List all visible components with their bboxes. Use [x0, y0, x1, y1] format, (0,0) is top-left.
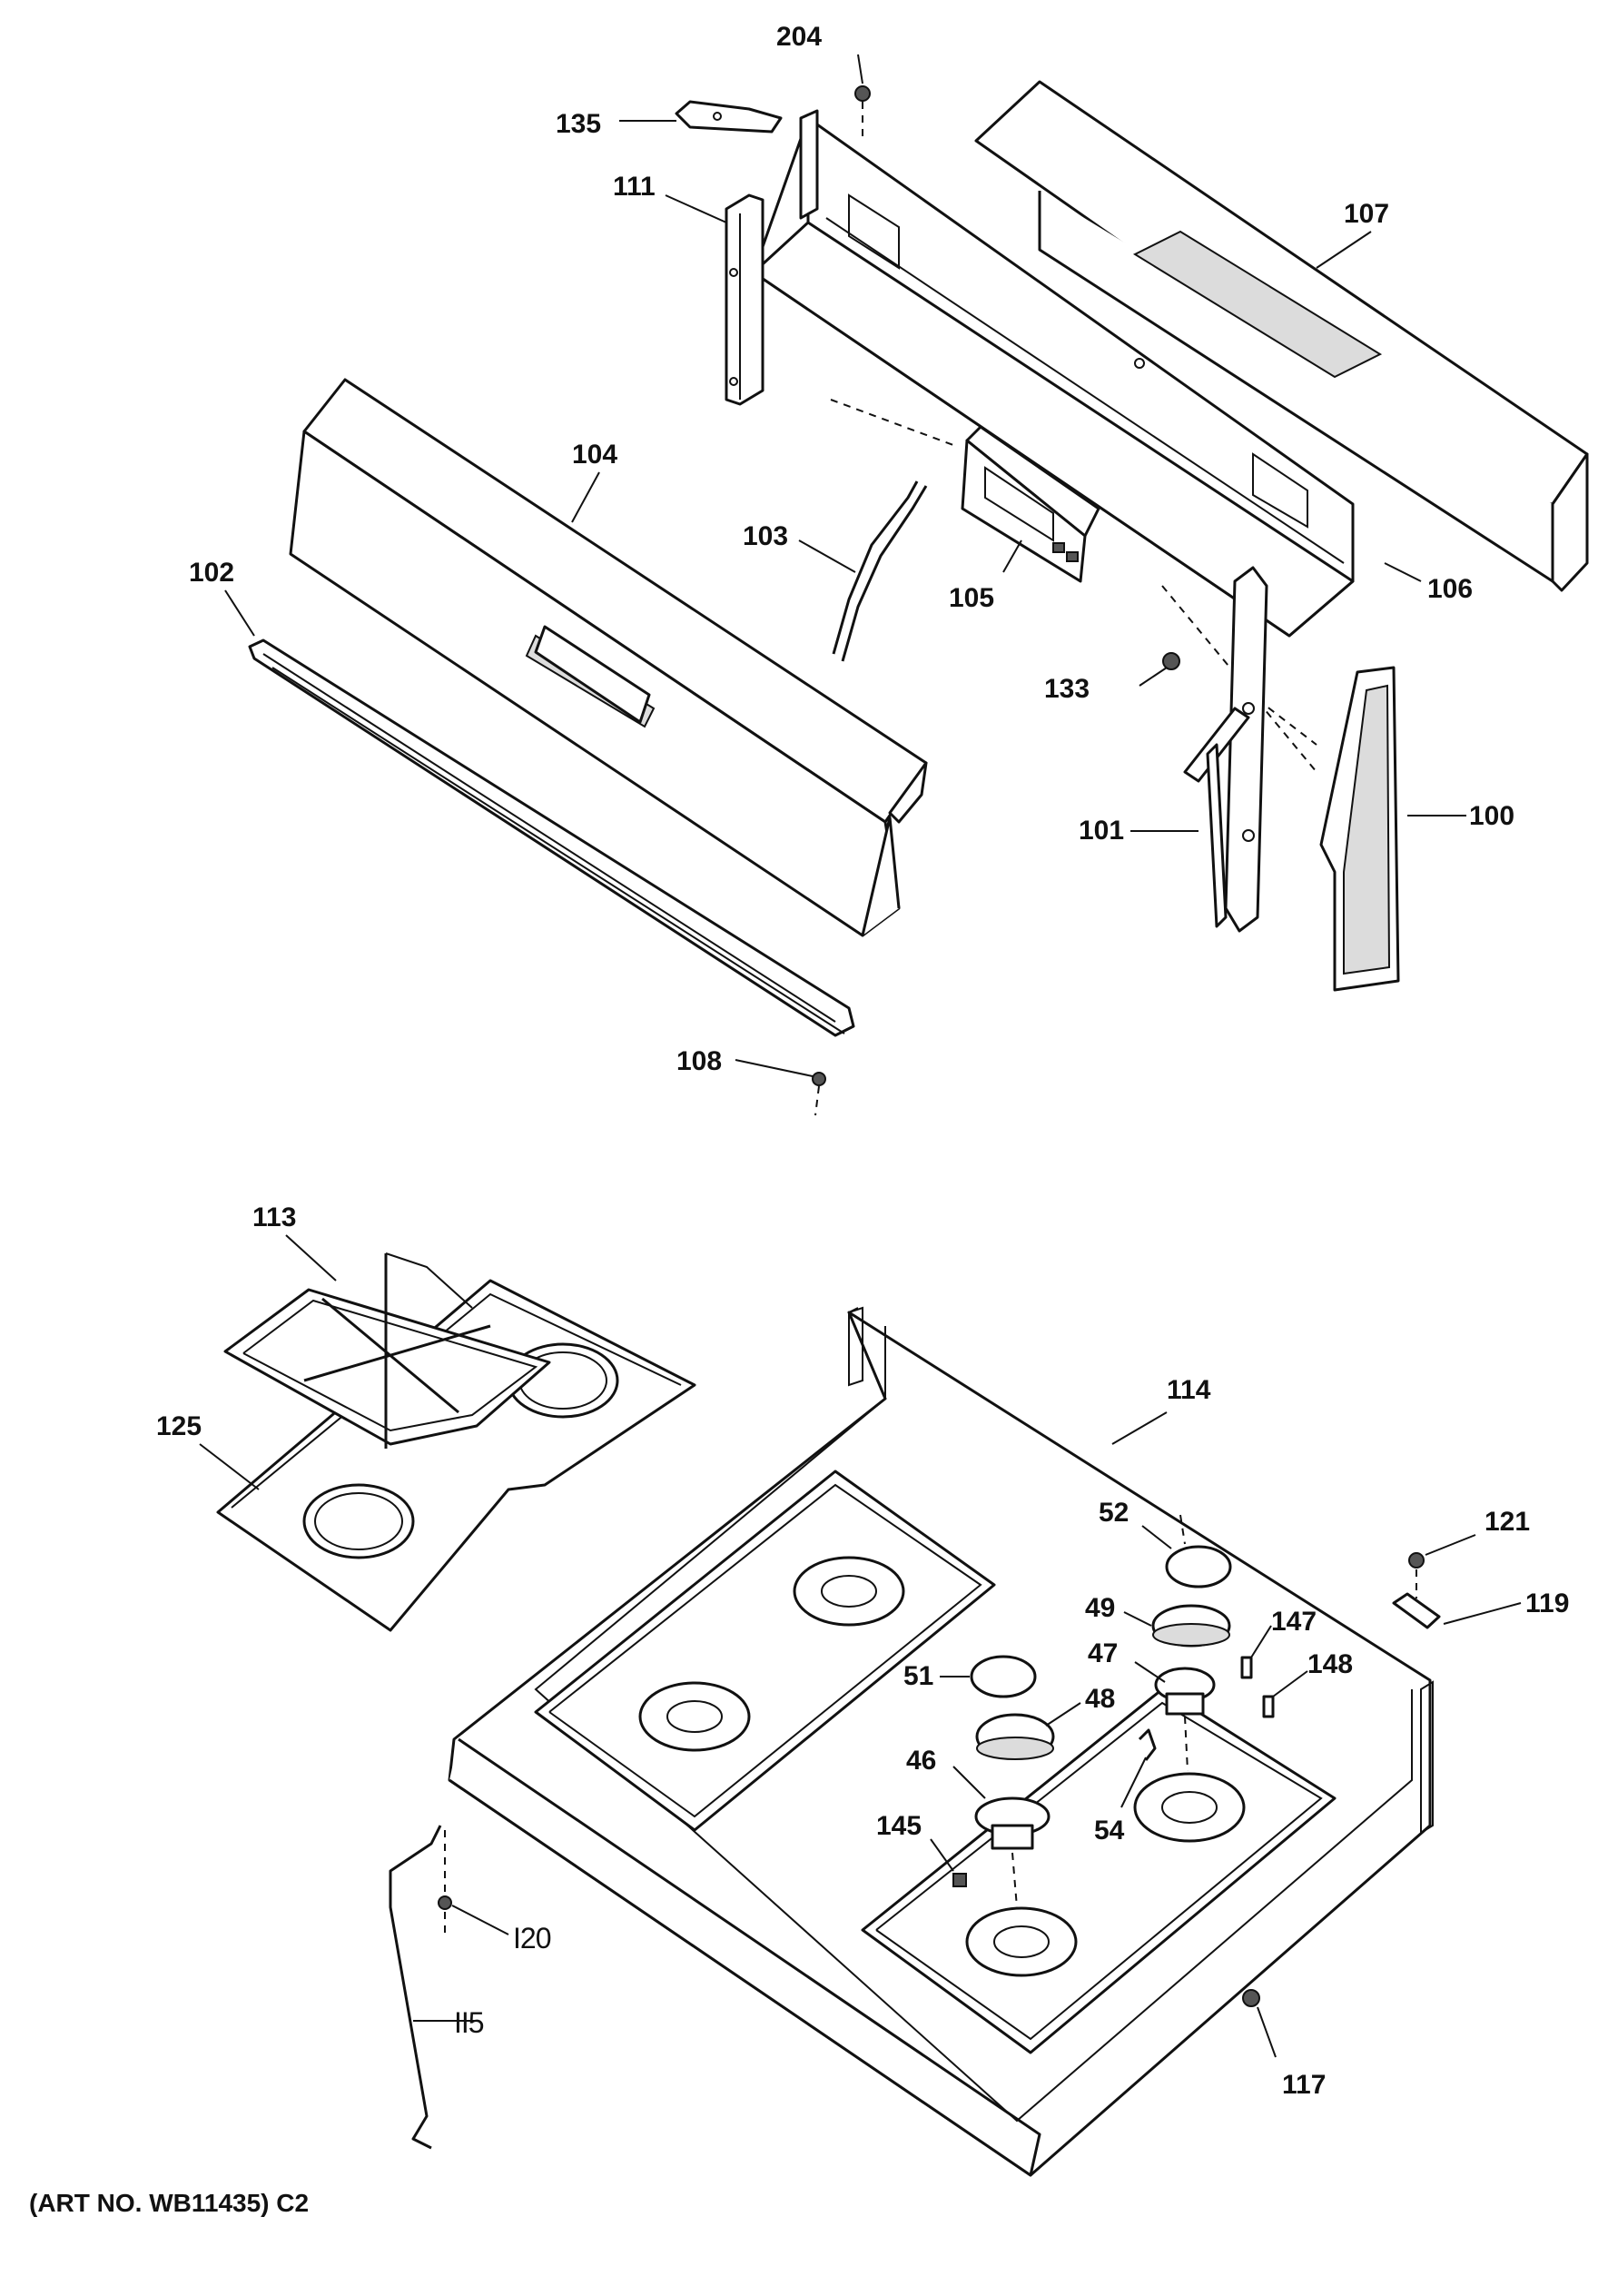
part-113-grate: [223, 1252, 551, 1449]
label-52: 52: [1099, 1498, 1129, 1528]
part-48-burner-head: [975, 1713, 1055, 1760]
label-54: 54: [1094, 1816, 1125, 1846]
label-111: 111: [613, 172, 656, 202]
part-135-clip: [675, 100, 783, 134]
label-105: 105: [949, 583, 994, 613]
part-103-brace: [832, 480, 928, 662]
label-147: 147: [1271, 1607, 1317, 1637]
part-47-burner-base: [1154, 1667, 1216, 1772]
part-147-igniter: [1240, 1656, 1253, 1679]
label-133: 133: [1044, 674, 1090, 704]
part-133-nut: [1162, 652, 1180, 670]
label-119: 119: [1525, 1588, 1569, 1618]
part-54-electrode: [1138, 1728, 1157, 1761]
label-103: 103: [743, 521, 788, 551]
leader-lines: [199, 54, 1522, 2058]
label-107: 107: [1344, 199, 1389, 229]
label-114: 114: [1167, 1375, 1211, 1405]
part-51-burner-cap: [970, 1655, 1037, 1698]
label-101: 101: [1079, 816, 1124, 846]
part-104-control-panel: [289, 378, 928, 937]
label-48: 48: [1085, 1684, 1115, 1714]
part-148-igniter: [1262, 1695, 1275, 1718]
part-117-nut: [1242, 1989, 1260, 2007]
label-135: 135: [556, 109, 601, 139]
part-102-trim-strip: [248, 638, 855, 1037]
part-107-top-trim: [974, 80, 1589, 592]
label-115: II5: [454, 2006, 484, 2039]
part-101-side-bracket: [1183, 566, 1268, 933]
part-labels: 204 135 111 107 104 103 102 105 106 133 …: [156, 22, 1569, 2100]
label-121: 121: [1485, 1507, 1530, 1537]
label-148: 148: [1307, 1649, 1353, 1679]
part-108-screw: [812, 1072, 826, 1116]
label-100: 100: [1469, 801, 1514, 831]
part-115-rod: [389, 1825, 442, 2150]
label-51: 51: [903, 1661, 933, 1691]
label-113: 113: [252, 1202, 296, 1232]
part-125-drip-tray: [216, 1279, 696, 1632]
label-204: 204: [776, 22, 822, 52]
art-number-caption: (ART NO. WB11435) C2: [29, 2189, 310, 2217]
label-120: I20: [513, 1922, 551, 1955]
part-114-cooktop: [448, 1306, 1434, 2177]
part-145-clip: [952, 1873, 967, 1887]
label-125: 125: [156, 1411, 202, 1441]
part-105-clock-timer: [961, 425, 1100, 583]
part-49-burner-head: [1151, 1604, 1231, 1648]
part-120-screw: [438, 1830, 452, 1935]
part-119-bracket: [1392, 1592, 1441, 1629]
part-204-screw: [854, 85, 871, 136]
label-145: 145: [876, 1811, 922, 1841]
label-108: 108: [676, 1046, 722, 1076]
part-46-burner-base: [974, 1796, 1051, 1908]
label-47: 47: [1088, 1638, 1118, 1668]
part-52-burner-cap: [1165, 1514, 1232, 1588]
label-46: 46: [906, 1746, 936, 1776]
label-49: 49: [1085, 1593, 1115, 1623]
part-111-bracket: [725, 193, 764, 406]
part-121-screw: [1408, 1552, 1425, 1598]
part-100-end-cap: [1319, 666, 1400, 992]
label-106: 106: [1427, 574, 1473, 604]
label-104: 104: [572, 440, 617, 470]
label-117: 117: [1282, 2070, 1326, 2100]
label-102: 102: [189, 558, 234, 588]
